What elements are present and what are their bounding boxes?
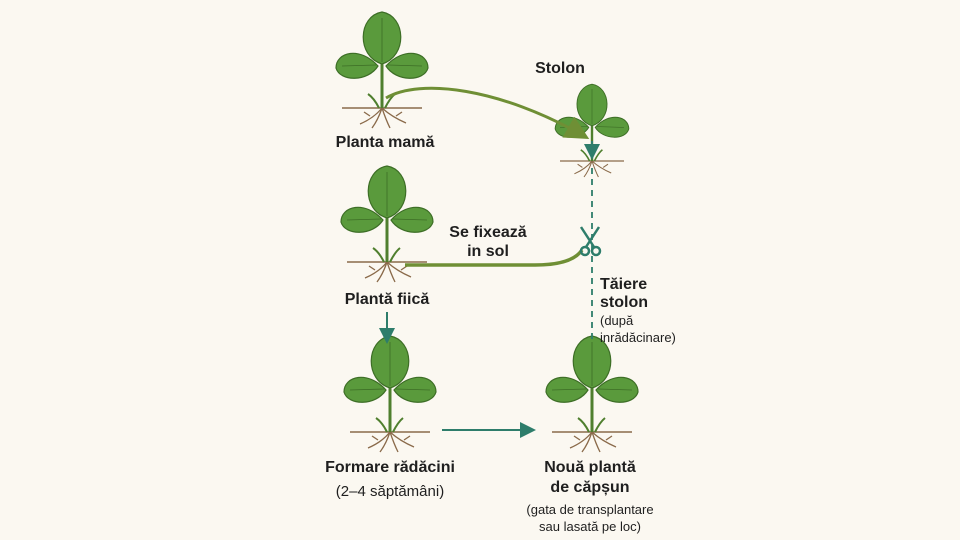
- mother-plant-icon: [334, 10, 430, 130]
- cut-note-1: (după: [600, 313, 634, 328]
- roots-label: Formare rădăcini: [325, 459, 455, 476]
- cut-label-2: stolon: [600, 294, 648, 311]
- new-plant-note-1: (gata de transplantare: [526, 502, 654, 517]
- new-plant-note-2: sau lasată pe loc): [539, 519, 641, 534]
- new-plant-label-2: de căpșun: [550, 479, 630, 496]
- scissors-icon: [579, 226, 602, 257]
- fix-label-1: Se fixează: [449, 224, 527, 241]
- stolon-runner: [385, 86, 590, 139]
- daughter-plant-label: Plantă fiică: [344, 291, 430, 308]
- stolon-label: Stolon: [535, 60, 585, 77]
- new-plant-icon: [544, 334, 640, 454]
- rooting-plant-icon: [342, 334, 438, 454]
- rooted-stolon: [405, 248, 584, 267]
- fix-label-2: in sol: [467, 243, 509, 260]
- mother-plant-label: Planta mamă: [335, 134, 435, 151]
- cut-note-2: inrădăcinare): [600, 330, 676, 345]
- roots-note: (2–4 săptămâni): [335, 483, 445, 500]
- new-plant-label-1: Nouă plantă: [544, 459, 636, 476]
- cut-label-1: Tăiere: [600, 276, 648, 293]
- stolon-plant-icon: [554, 82, 630, 179]
